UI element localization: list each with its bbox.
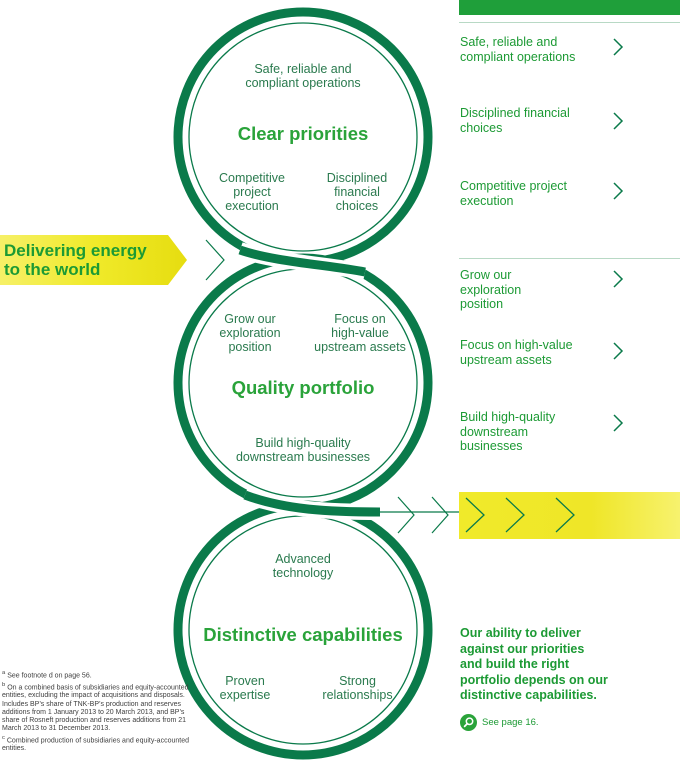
right-yellow-band <box>459 492 680 539</box>
band-chevron-1 <box>465 497 485 533</box>
loop-1-label-left: Competitive project execution <box>219 171 285 213</box>
footnote: b On a combined basis of subsidiaries an… <box>2 681 189 733</box>
loop-1-label-top: Safe, reliable and compliant operations <box>245 62 361 90</box>
band-chevron-2 <box>505 497 525 533</box>
list-item-grow-exploration[interactable]: Grow our exploration position <box>460 268 522 311</box>
banner-arrow <box>0 235 187 285</box>
chevron-right-icon[interactable] <box>612 181 624 201</box>
flow-chevron-1 <box>397 496 415 534</box>
chevron-right-icon[interactable] <box>612 269 624 289</box>
loop-1-inner <box>188 22 418 252</box>
loop-3-label-top: Advanced technology <box>272 552 334 580</box>
top-green-bar <box>459 0 680 15</box>
chevron-right-icon[interactable] <box>612 413 624 433</box>
loop-1-label-right: Disciplined financial choices <box>326 171 388 213</box>
loop-3-label-left: Proven expertise <box>219 674 271 702</box>
summary-text: Our ability to deliver against our prior… <box>460 626 608 702</box>
loop-1-heading: Clear priorities <box>237 123 369 144</box>
list-item-competitive-project[interactable]: Competitive project execution <box>460 179 567 208</box>
loop-2-label-right: Focus on high-value upstream assets <box>314 312 406 354</box>
chevron-right-icon[interactable] <box>612 341 624 361</box>
flow-chevron-2 <box>431 496 449 534</box>
list-item-safe-operations[interactable]: Safe, reliable and compliant operations <box>460 35 576 64</box>
list-item-disciplined-financial[interactable]: Disciplined financial choices <box>460 106 570 135</box>
search-icon <box>460 714 477 731</box>
loop-3-label-right: Strong relationships <box>322 674 393 702</box>
loop-2-label-bottom: Build high-quality downstream businesses <box>235 436 371 464</box>
footnotes: a See footnote d on page 56. b On a comb… <box>2 669 192 754</box>
loop-3-heading: Distinctive capabilities <box>203 624 403 645</box>
footnote: c Combined production of subsidiaries an… <box>2 734 189 753</box>
loop-2-label-left: Grow our exploration position <box>219 312 281 354</box>
chevron-right-icon[interactable] <box>612 37 624 57</box>
see-page-label: See page 16. <box>482 717 539 728</box>
banner-label: Delivering energy to the world <box>4 241 147 279</box>
divider <box>459 22 680 23</box>
list-item-high-value-upstream[interactable]: Focus on high-value upstream assets <box>460 338 573 367</box>
list-item-high-quality-downstream[interactable]: Build high-quality downstream businesses <box>460 410 556 453</box>
loop-2-heading: Quality portfolio <box>231 377 375 398</box>
band-chevron-3 <box>555 497 575 533</box>
banner-chevron <box>205 239 225 281</box>
footnote: a See footnote d on page 56. <box>2 670 92 680</box>
divider <box>459 258 680 259</box>
chevron-right-icon[interactable] <box>612 111 624 131</box>
